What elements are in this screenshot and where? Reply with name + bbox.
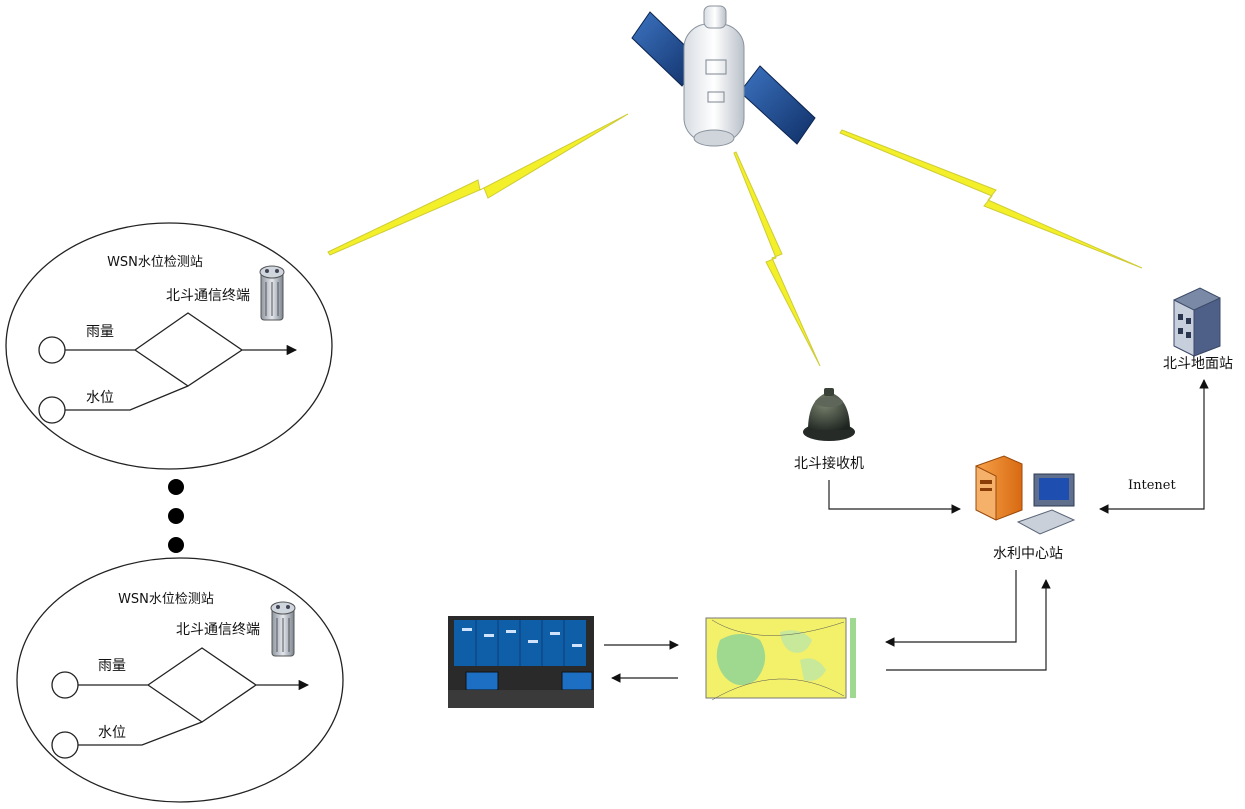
bds-terminal-icon bbox=[259, 265, 285, 321]
computer-icon bbox=[1016, 473, 1076, 535]
server-icon bbox=[975, 455, 1023, 521]
receiver-label: 北斗接收机 bbox=[794, 455, 864, 472]
satellite-icon bbox=[631, 5, 816, 147]
map-to-center-arrow bbox=[886, 579, 1051, 671]
fusion-node bbox=[78, 647, 308, 746]
station-boundary bbox=[16, 557, 344, 803]
station-boundary bbox=[5, 222, 333, 470]
receiver-to-center-arrow bbox=[828, 480, 961, 514]
building-icon bbox=[1173, 287, 1221, 357]
station-title: WSN水位检测站 bbox=[107, 255, 203, 270]
wsn-station-2: WSN水位检测站 北斗通信终端 雨量 水位 bbox=[16, 557, 344, 803]
water-sensor bbox=[51, 731, 79, 759]
center-to-map-arrow bbox=[885, 570, 1017, 647]
water-sensor bbox=[38, 396, 66, 424]
terminal-label: 北斗通信终端 bbox=[166, 288, 250, 304]
map-plot bbox=[686, 610, 866, 705]
monitor-wall-photo bbox=[448, 616, 594, 708]
station-title: WSN水位检测站 bbox=[118, 592, 214, 607]
rain-sensor bbox=[38, 336, 66, 364]
lightning-link-ground bbox=[839, 129, 1143, 269]
terminal-label: 北斗通信终端 bbox=[176, 622, 260, 638]
internet-label: Intenet bbox=[1128, 478, 1176, 493]
ground-station-label: 北斗地面站 bbox=[1163, 356, 1233, 372]
rain-label: 雨量 bbox=[98, 658, 126, 674]
rain-label: 雨量 bbox=[86, 324, 114, 340]
wsn-station-1: WSN水位检测站 北斗通信终端 雨量 水位 bbox=[5, 222, 333, 470]
water-label: 水位 bbox=[86, 390, 114, 406]
ground-internet-link bbox=[1099, 379, 1209, 514]
water-label: 水位 bbox=[98, 725, 126, 741]
lightning-link-station bbox=[327, 113, 629, 256]
receiver-antenna-icon bbox=[803, 388, 855, 441]
bds-terminal-icon bbox=[270, 601, 296, 657]
center-station-label: 水利中心站 bbox=[993, 546, 1063, 562]
rain-sensor bbox=[51, 671, 79, 699]
lightning-link-receiver bbox=[733, 151, 821, 367]
fusion-node bbox=[65, 312, 296, 411]
more-stations-dots bbox=[168, 479, 184, 553]
